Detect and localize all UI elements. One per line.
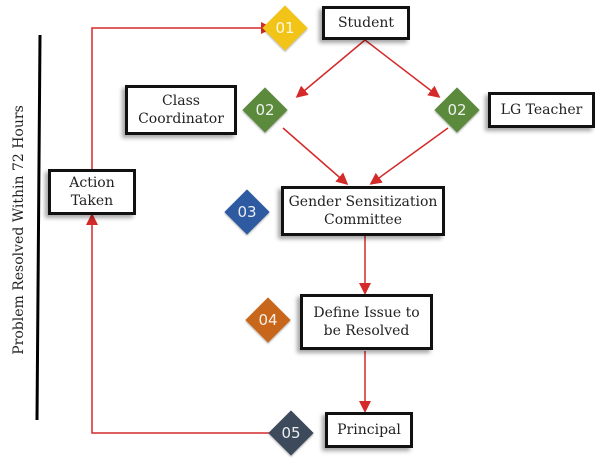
step-number: 03 [237, 203, 257, 221]
action-taken-box: Action Taken [48, 169, 136, 215]
lg-teacher-box: LG Teacher [488, 92, 595, 128]
step-01-diamond: 01 [262, 5, 308, 51]
step-number: 01 [275, 19, 295, 37]
side-divider-line [35, 34, 42, 421]
arrow-student-to-coordinator [295, 39, 366, 98]
student-box: Student [322, 6, 410, 40]
arrow-action-to-student [91, 22, 273, 170]
arrow-student-to-lg-teacher [364, 39, 441, 98]
gender-sensitization-committee-box: Gender Sensitization Committee [281, 186, 445, 236]
side-label: Problem Resolved Within 72 Hours [11, 105, 27, 355]
step-02-diamond-coordinator: 02 [242, 87, 288, 133]
step-05-diamond: 05 [268, 410, 314, 456]
step-02-diamond-lg-teacher: 02 [434, 87, 480, 133]
step-number: 04 [258, 311, 278, 329]
step-number: 05 [281, 424, 301, 442]
class-coordinator-box: Class Coordinator [125, 85, 237, 135]
arrow-principal-to-action [86, 213, 270, 434]
step-number: 02 [447, 101, 467, 119]
principal-box: Principal [325, 412, 413, 448]
arrow-coordinator-to-committee [282, 127, 349, 185]
arrow-lg-teacher-to-committee [369, 127, 449, 185]
step-04-diamond: 04 [245, 297, 291, 343]
step-number: 02 [255, 101, 275, 119]
step-03-diamond: 03 [224, 189, 270, 235]
define-issue-box: Define Issue to be Resolved [300, 294, 433, 350]
